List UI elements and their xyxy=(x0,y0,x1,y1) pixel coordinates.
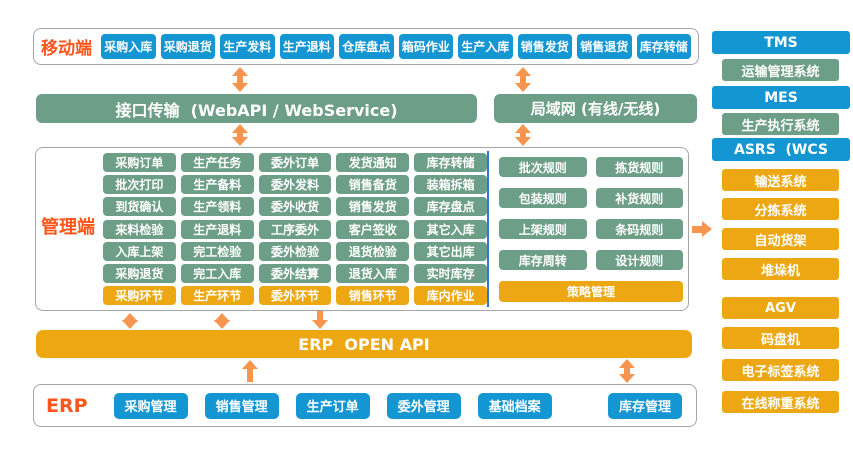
management-node: 委外发料 xyxy=(258,175,332,195)
rule-node: 库存周转 xyxy=(499,250,587,270)
rule-node: 批次规则 xyxy=(499,157,587,177)
management-node: 库存转储 xyxy=(414,153,487,172)
management-node: 采购退货 xyxy=(103,263,176,283)
double-arrow-icon xyxy=(619,359,635,383)
management-node: 客户签收 xyxy=(336,219,410,239)
mobile-node: 箱码作业 xyxy=(398,34,453,59)
wcs-node: 电子标签系统 xyxy=(722,359,839,381)
erp-node: 生产订单 xyxy=(295,392,370,419)
rule-node: 上架规则 xyxy=(499,219,587,239)
right-arrow-icon xyxy=(692,221,712,238)
management-node: 退货入库 xyxy=(336,263,410,283)
management-node: 完工检验 xyxy=(180,241,254,261)
wcs-node: 码盘机 xyxy=(722,327,839,349)
rule-node: 补货规则 xyxy=(595,188,683,208)
mes-subsystem: 生产执行系统 xyxy=(722,113,839,135)
management-node: 批次打印 xyxy=(103,175,176,195)
mobile-section: 移动端 采购入库 采购退货 生产发料 生产退料 仓库盘点 箱码作业 生产入库 销… xyxy=(33,28,699,65)
tms-header: TMS xyxy=(712,31,850,54)
double-arrow-icon xyxy=(232,67,248,92)
mobile-node: 库存转储 xyxy=(636,34,691,59)
asrs-header: ASRS (WCS xyxy=(712,138,850,161)
management-label: 管理端 xyxy=(41,217,95,238)
erp-section: ERP 采购管理 销售管理 生产订单 委外管理 基础档案 库存管理 xyxy=(33,384,697,427)
management-node: 其它入库 xyxy=(414,219,487,239)
mobile-label: 移动端 xyxy=(41,39,92,59)
stage-node: 销售环节 xyxy=(336,286,410,306)
mes-header: MES xyxy=(712,86,850,109)
double-arrow-icon xyxy=(214,313,230,329)
double-arrow-icon xyxy=(122,313,138,329)
management-node: 来料检验 xyxy=(103,219,176,239)
mobile-node: 生产退料 xyxy=(279,34,334,59)
erp-node: 委外管理 xyxy=(386,392,461,419)
double-arrow-icon xyxy=(515,67,531,92)
double-arrow-icon xyxy=(515,124,531,146)
erp-node: 库存管理 xyxy=(607,392,682,419)
wcs-node: 输送系统 xyxy=(722,169,839,191)
mobile-node: 采购退货 xyxy=(160,34,215,59)
stage-node: 生产环节 xyxy=(180,286,254,306)
strategy-node: 策略管理 xyxy=(499,281,683,302)
mobile-node: 销售发货 xyxy=(517,34,572,59)
management-node: 生产备料 xyxy=(180,175,254,195)
management-node: 入库上架 xyxy=(103,241,176,261)
rule-node: 条码规则 xyxy=(595,219,683,239)
erp-node: 采购管理 xyxy=(113,392,188,419)
divider-line xyxy=(487,151,489,307)
stage-node: 委外环节 xyxy=(258,286,332,306)
wcs-node: 分拣系统 xyxy=(722,198,839,220)
erp-open-api-bar: ERP OPEN API xyxy=(36,330,692,358)
up-arrow-icon xyxy=(242,360,258,382)
management-node: 生产退料 xyxy=(180,219,254,239)
double-arrow-icon xyxy=(232,124,248,146)
erp-label: ERP xyxy=(46,394,88,417)
rule-node: 包装规则 xyxy=(499,188,587,208)
interface-bar: 接口传输 (WebAPI / WebService) xyxy=(36,94,477,123)
management-node: 实时库存 xyxy=(414,263,487,283)
management-node: 到货确认 xyxy=(103,197,176,217)
mobile-node: 仓库盘点 xyxy=(339,34,394,59)
rules-grid: 批次规则 拣货规则 包装规则 补货规则 上架规则 条码规则 库存周转 设计规则 … xyxy=(499,157,683,302)
rule-node: 设计规则 xyxy=(595,250,683,270)
management-node: 其它出库 xyxy=(414,241,487,261)
wcs-node: AGV xyxy=(722,297,839,319)
management-node: 销售发货 xyxy=(336,197,410,217)
management-node: 完工入库 xyxy=(180,263,254,283)
stage-node: 采购环节 xyxy=(103,286,176,306)
erp-node: 基础档案 xyxy=(477,392,552,419)
down-arrow-icon xyxy=(312,311,328,329)
stage-node: 库内作业 xyxy=(414,286,487,306)
management-node: 委外检验 xyxy=(258,241,332,261)
wcs-node: 堆垛机 xyxy=(722,258,839,280)
management-node: 生产领料 xyxy=(180,197,254,217)
management-node: 委外订单 xyxy=(258,153,332,172)
rule-node: 拣货规则 xyxy=(595,157,683,177)
management-node: 装箱拆箱 xyxy=(414,175,487,195)
mobile-node: 生产入库 xyxy=(458,34,513,59)
management-node: 生产任务 xyxy=(180,153,254,172)
management-node: 采购订单 xyxy=(103,153,176,172)
management-node: 库存盘点 xyxy=(414,197,487,217)
management-section: 管理端 采购订单 生产任务 委外订单 发货通知 库存转储 批次打印 生产备料 委… xyxy=(35,147,689,311)
lan-bar: 局域网 (有线/无线) xyxy=(494,94,697,123)
management-node: 委外收货 xyxy=(258,197,332,217)
tms-subsystem: 运输管理系统 xyxy=(722,59,839,81)
erp-node: 销售管理 xyxy=(204,392,279,419)
management-node: 发货通知 xyxy=(336,153,410,172)
management-node: 销售备货 xyxy=(336,175,410,195)
management-grid: 采购订单 生产任务 委外订单 发货通知 库存转储 批次打印 生产备料 委外发料 … xyxy=(103,153,487,306)
mobile-node: 销售退货 xyxy=(577,34,632,59)
management-node: 工序委外 xyxy=(258,219,332,239)
wcs-node: 自动货架 xyxy=(722,228,839,250)
management-node: 退货检验 xyxy=(336,241,410,261)
mobile-node: 采购入库 xyxy=(101,34,156,59)
mobile-node: 生产发料 xyxy=(220,34,275,59)
management-node: 委外结算 xyxy=(258,263,332,283)
wcs-node: 在线称重系统 xyxy=(722,391,839,413)
